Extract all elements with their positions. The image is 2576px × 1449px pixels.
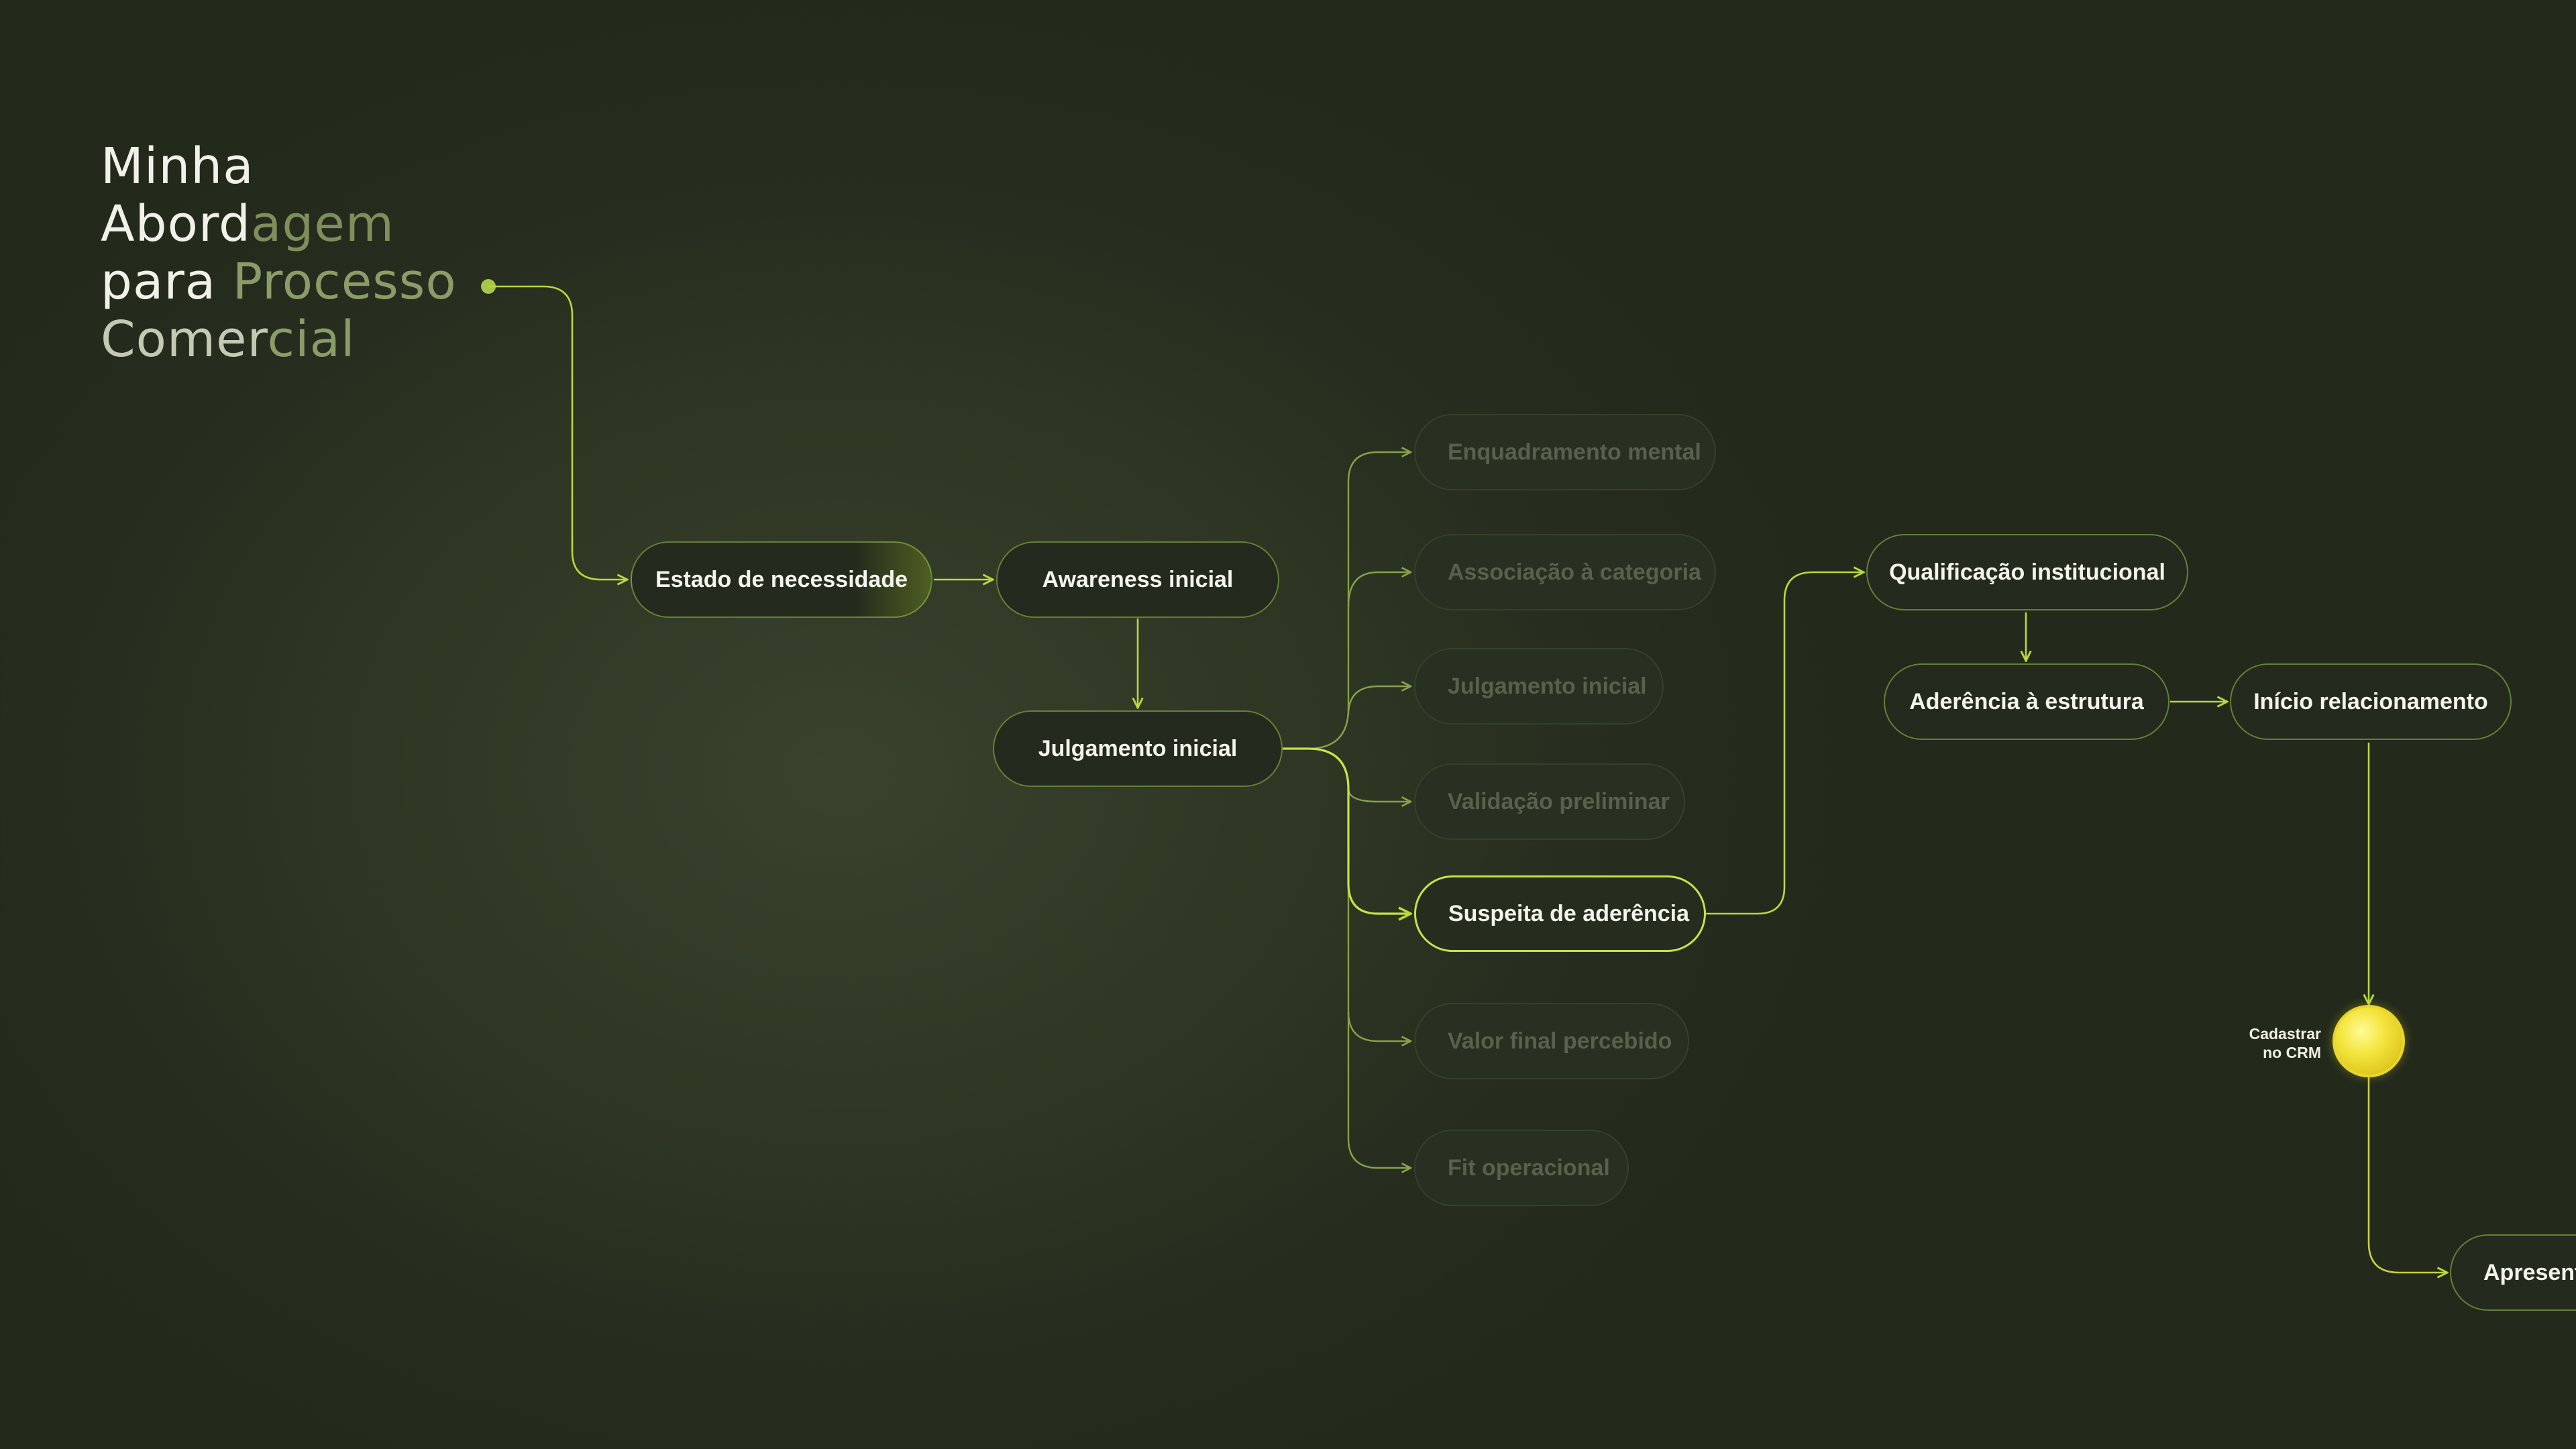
node-valor-final-percebido[interactable]: Valor final percebido — [1414, 1003, 1689, 1079]
title-part: cial — [267, 311, 356, 368]
connector-julgamento-to-suspeita — [1283, 747, 1411, 914]
node-enquadramento-mental[interactable]: Enquadramento mental — [1414, 414, 1716, 490]
title-part: Minha — [101, 138, 254, 195]
node-estado-necessidade[interactable]: Estado de necessidade — [631, 541, 932, 618]
page-title: Minha Abordagem para Processo Comercial — [101, 138, 457, 368]
node-aderencia-estrutura[interactable]: Aderência à estrutura — [1884, 663, 2169, 740]
crm-label: Cadastrar no CRM — [2249, 1025, 2321, 1061]
node-apresent[interactable]: Apresent — [2450, 1234, 2576, 1311]
connector-suspeita-to-qualificacao — [1706, 572, 1864, 915]
node-awareness-inicial[interactable]: Awareness inicial — [996, 541, 1279, 618]
connector-crm-to-apresent — [2367, 1077, 2447, 1273]
node-suspeita-aderencia[interactable]: Suspeita de aderência — [1414, 875, 1706, 952]
connector-start-to-estado — [488, 285, 627, 580]
title-part: Comer — [101, 311, 268, 368]
node-associacao-categoria[interactable]: Associação à categoria — [1414, 534, 1716, 610]
node-fit-operacional[interactable]: Fit operacional — [1414, 1130, 1629, 1206]
title-part: agem — [250, 195, 394, 253]
title-part: Abord — [101, 195, 251, 253]
node-julgamento-inicial[interactable]: Julgamento inicial — [993, 710, 1283, 787]
crm-action-button[interactable] — [2332, 1005, 2405, 1077]
node-qualificacao-institucional[interactable]: Qualificação institucional — [1866, 534, 2188, 610]
title-part: para — [101, 253, 233, 311]
node-inicio-relacionamento[interactable]: Início relacionamento — [2230, 663, 2512, 740]
node-validacao-preliminar[interactable]: Validação preliminar — [1414, 763, 1685, 840]
title-part: Processo — [232, 253, 457, 311]
node-julgamento-inicial-option[interactable]: Julgamento inicial — [1414, 648, 1664, 724]
branch-connectors — [1283, 452, 1411, 1168]
